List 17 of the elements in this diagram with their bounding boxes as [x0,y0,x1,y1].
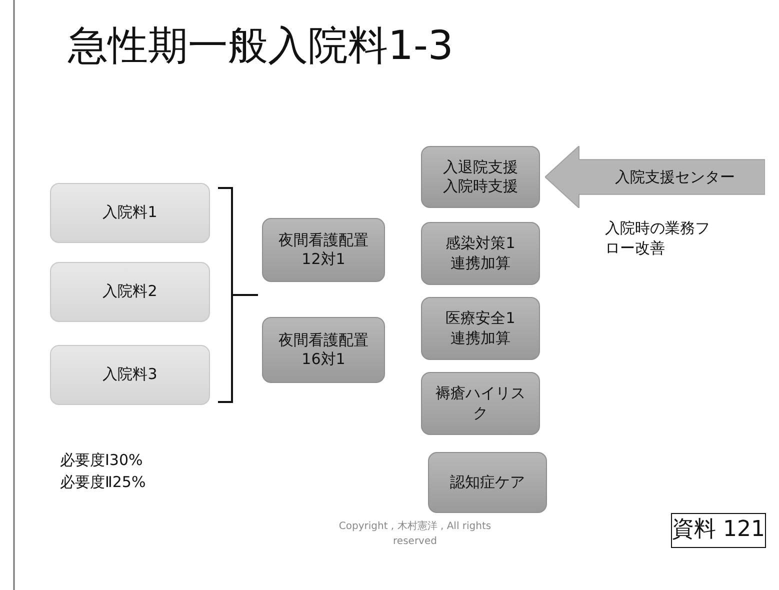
process-box: 夜間看護配置12対1 [262,218,385,282]
process-box: 入院料1 [50,183,210,243]
note-text: 入院時の業務フロー改善 [605,219,711,258]
slide-title: 急性期一般入院料1-3 [68,22,454,71]
requirement-text: 必要度Ⅱ25% [60,473,146,492]
copyright-text: Copyright , 木村憲洋 , All rights reserved [338,520,492,549]
document-number: 資料 121 [671,513,766,548]
process-box: 入院料3 [50,345,210,405]
process-box: 認知症ケア [428,452,547,513]
arrow-label: 入院支援センター [615,168,735,186]
process-box: 感染対策1連携加算 [421,222,540,285]
requirement-text: 必要度Ⅰ30% [60,451,143,470]
process-box: 褥瘡ハイリスク [421,372,540,435]
process-box: 入退院支援入院時支援 [421,146,540,208]
process-box: 夜間看護配置16対1 [262,317,385,383]
process-box: 入院料2 [50,262,210,322]
process-box: 医療安全1連携加算 [421,297,540,360]
